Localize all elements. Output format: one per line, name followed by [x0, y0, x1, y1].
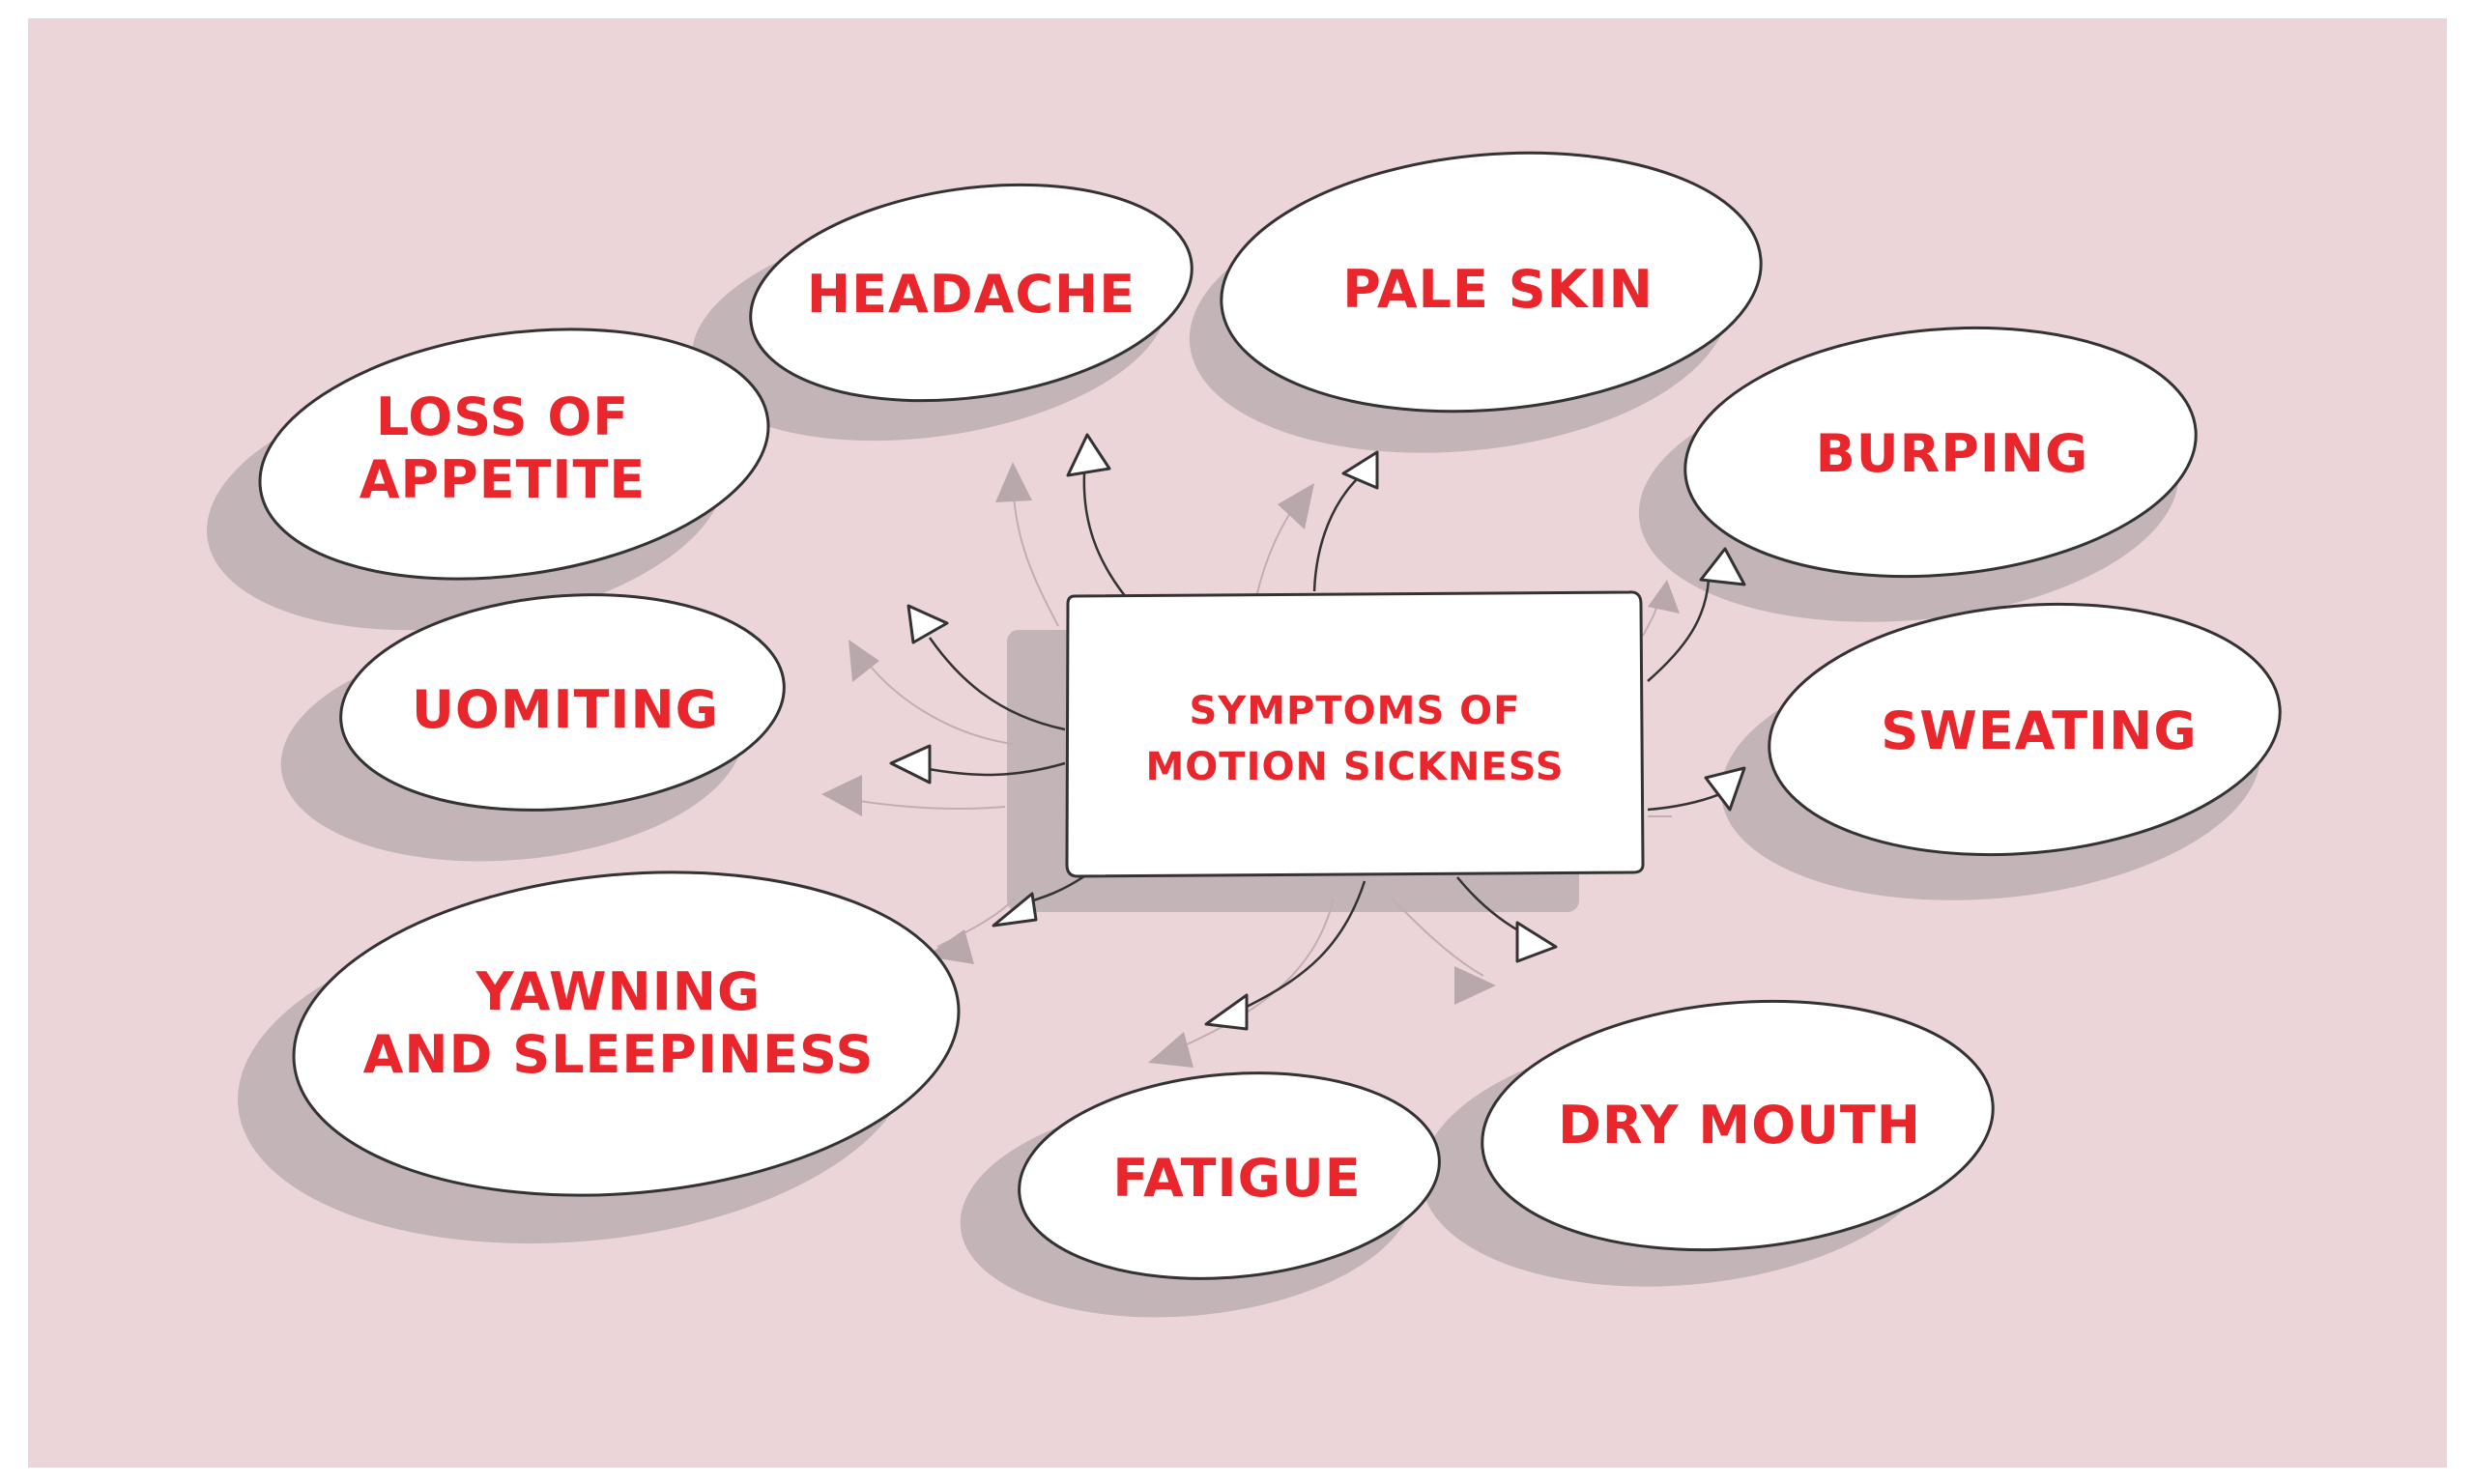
connector-burping: [1647, 579, 1711, 682]
symptom-dry-mouth: DRY MOUTH: [1558, 1094, 1921, 1156]
connector-uomiting: [922, 761, 1066, 777]
arrow-headache-icon: [1066, 433, 1111, 477]
center-title: SYMPTOMS OF MOTION SICKNESS: [1145, 689, 1565, 789]
symptom-uomiting: UOMITING: [411, 678, 720, 740]
bubble-burping: [1683, 326, 2198, 579]
symptom-fatigue: FATIGUE: [1112, 1147, 1362, 1209]
connector-lines: [922, 472, 1736, 1009]
connector-loss-of-appetite: [928, 637, 1066, 731]
symptom-burping: BURPING: [1815, 422, 2089, 484]
arrow-dry-mouth-icon: [1515, 921, 1558, 963]
arrow-burping-icon: [1699, 547, 1746, 586]
connector-arrowheads: [889, 433, 1746, 1031]
connector-headache: [1082, 472, 1127, 598]
bubble-dry-mouth: [1481, 999, 1995, 1252]
symptom-yawning-and-sleepiness: YAWNING AND SLEEPINESS: [362, 961, 875, 1085]
bubble-sweating: [1768, 602, 2282, 857]
center-box: [1065, 590, 1645, 878]
connector-fatigue: [1246, 880, 1366, 1009]
arrow-loss-of-appetite-icon: [906, 604, 949, 644]
arrow-sweating-icon: [1704, 766, 1746, 812]
symptom-bubbles: [258, 151, 2282, 1280]
arrow-pale-skin-icon: [1341, 450, 1379, 490]
bubble-uomiting: [339, 593, 786, 812]
arrow-fatigue-icon: [1204, 993, 1249, 1031]
connector-pale-skin: [1312, 477, 1359, 592]
symptom-loss-of-appetite: LOSS OF APPETITE: [359, 386, 647, 510]
symptom-sweating: SWEATING: [1881, 699, 2198, 761]
faint-arrowheads: [821, 462, 1680, 1068]
arrow-uomiting-icon: [889, 744, 932, 785]
bubble-yawning: [292, 870, 961, 1197]
symptom-pale-skin: PALE SKIN: [1342, 258, 1654, 320]
arrow-yawning-icon: [992, 892, 1038, 928]
bubble-pale-skin: [1220, 151, 1763, 414]
bubble-loss-of-appetite: [258, 328, 770, 581]
bubble-fatigue: [1018, 1071, 1441, 1280]
symptom-headache: HEADACHE: [806, 263, 1136, 325]
bubble-headache: [749, 183, 1194, 403]
